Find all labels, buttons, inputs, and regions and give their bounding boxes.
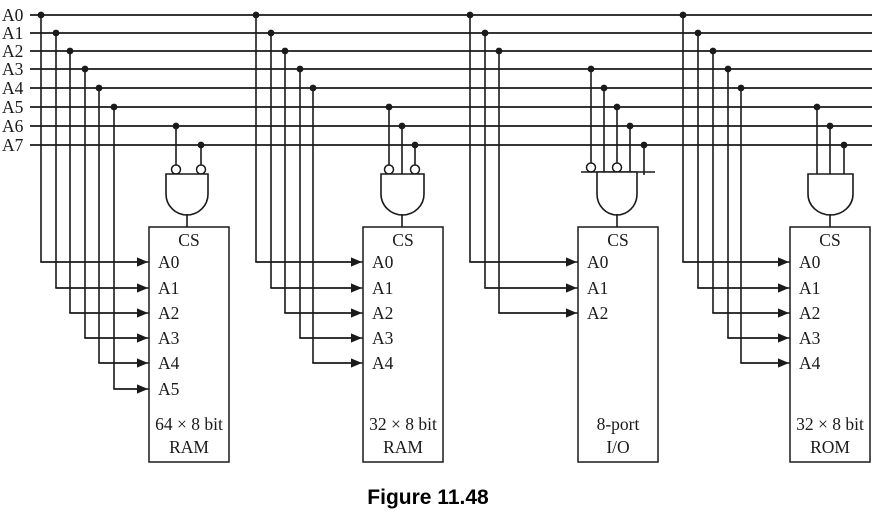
address-line-label: A4 — [2, 78, 24, 98]
cs-gate-io-8port — [581, 65, 655, 227]
pin-arrowhead — [351, 358, 362, 368]
chip-pin-label: A3 — [158, 328, 180, 348]
chip-pin-label: A2 — [372, 303, 393, 323]
chip-size-label: 8-port — [597, 414, 640, 434]
and-gate-body — [807, 173, 854, 216]
pin-arrowhead — [778, 308, 789, 318]
chip-pin-label: A0 — [587, 252, 609, 272]
chip-pin-label: A2 — [799, 303, 820, 323]
address-line-A3: A3 — [2, 59, 872, 79]
address-line-A4: A4 — [2, 78, 872, 98]
address-line-A6: A6 — [2, 116, 872, 136]
pin-arrowhead — [137, 283, 148, 293]
chip-size-label: 32 × 8 bit — [369, 414, 437, 434]
inverter-bubble-A3 — [585, 162, 597, 173]
pin-arrowhead — [137, 384, 148, 394]
chip-pin-label: A4 — [372, 353, 394, 373]
address-line-label: A3 — [2, 59, 24, 79]
address-line-label: A1 — [2, 23, 23, 43]
chip-pin-label: A0 — [799, 252, 821, 272]
chip-pin-label: A0 — [158, 252, 180, 272]
inverter-bubble-A7 — [195, 164, 207, 175]
address-line-label: A0 — [2, 5, 24, 25]
address-line-A0: A0 — [2, 5, 872, 25]
chip-pin-label: A3 — [372, 328, 394, 348]
chip-pin-label: A2 — [158, 303, 179, 323]
cs-gate-ram-32x8 — [380, 103, 425, 227]
chip-pin-label: A3 — [799, 328, 821, 348]
address-line-label: A5 — [2, 97, 24, 117]
chip-type-label: RAM — [169, 437, 209, 457]
chip-pin-label: A0 — [372, 252, 394, 272]
chip-box — [577, 226, 659, 463]
inverter-bubble-A7 — [409, 164, 421, 175]
chip-pin-label: A1 — [587, 278, 608, 298]
address-line-label: A2 — [2, 41, 23, 61]
pin-arrowhead — [137, 358, 148, 368]
pin-arrowhead — [137, 257, 148, 267]
inverter-bubble-A5 — [383, 164, 395, 175]
pin-arrowhead — [351, 283, 362, 293]
chip-size-label: 32 × 8 bit — [796, 414, 864, 434]
pin-arrowhead — [778, 333, 789, 343]
chip-pin-label: A4 — [158, 353, 180, 373]
and-gate-body — [380, 173, 425, 216]
chip-box — [789, 226, 871, 463]
address-line-A7: A7 — [2, 135, 872, 155]
chip-pin-label: A2 — [587, 303, 608, 323]
chip-box — [362, 226, 444, 463]
address-line-label: A6 — [2, 116, 24, 136]
address-line-A5: A5 — [2, 97, 872, 117]
cs-gate-ram-64x8 — [165, 122, 209, 227]
pin-arrowhead — [351, 333, 362, 343]
chip-pin-label: A5 — [158, 379, 180, 399]
pin-wire-rom-32x8-A2 — [709, 47, 858, 318]
pin-arrowhead — [566, 257, 577, 267]
chip-pin-label: A1 — [158, 278, 179, 298]
chip-type-label: ROM — [810, 437, 850, 457]
cs-pin-label: CS — [178, 230, 199, 250]
chip-box — [148, 226, 230, 463]
cs-pin-label: CS — [607, 230, 628, 250]
inverter-bubble-A5 — [611, 162, 623, 173]
chip-pin-label: A1 — [372, 278, 393, 298]
and-gate-body — [596, 171, 638, 216]
pin-arrowhead — [566, 308, 577, 318]
address-line-A1: A1 — [2, 23, 872, 43]
address-line-label: A7 — [2, 135, 24, 155]
pin-arrowhead — [137, 308, 148, 318]
chip-type-label: RAM — [383, 437, 423, 457]
pin-arrowhead — [566, 283, 577, 293]
address-line-A2: A2 — [2, 41, 872, 61]
cs-pin-label: CS — [819, 230, 840, 250]
pin-arrowhead — [351, 308, 362, 318]
chip-pin-label: A4 — [799, 353, 821, 373]
pin-arrowhead — [778, 358, 789, 368]
chip-type-label: I/O — [606, 437, 629, 457]
pin-arrowhead — [778, 283, 789, 293]
pin-arrowhead — [351, 257, 362, 267]
figure-caption: Figure 11.48 — [367, 486, 489, 509]
chip-size-label: 64 × 8 bit — [155, 414, 223, 434]
pin-arrowhead — [778, 257, 789, 267]
pin-arrowhead — [137, 333, 148, 343]
and-gate-body — [165, 173, 209, 216]
chip-pin-label: A1 — [799, 278, 820, 298]
cs-pin-label: CS — [392, 230, 413, 250]
cs-gate-rom-32x8 — [807, 103, 854, 227]
inverter-bubble-A6 — [170, 164, 182, 175]
